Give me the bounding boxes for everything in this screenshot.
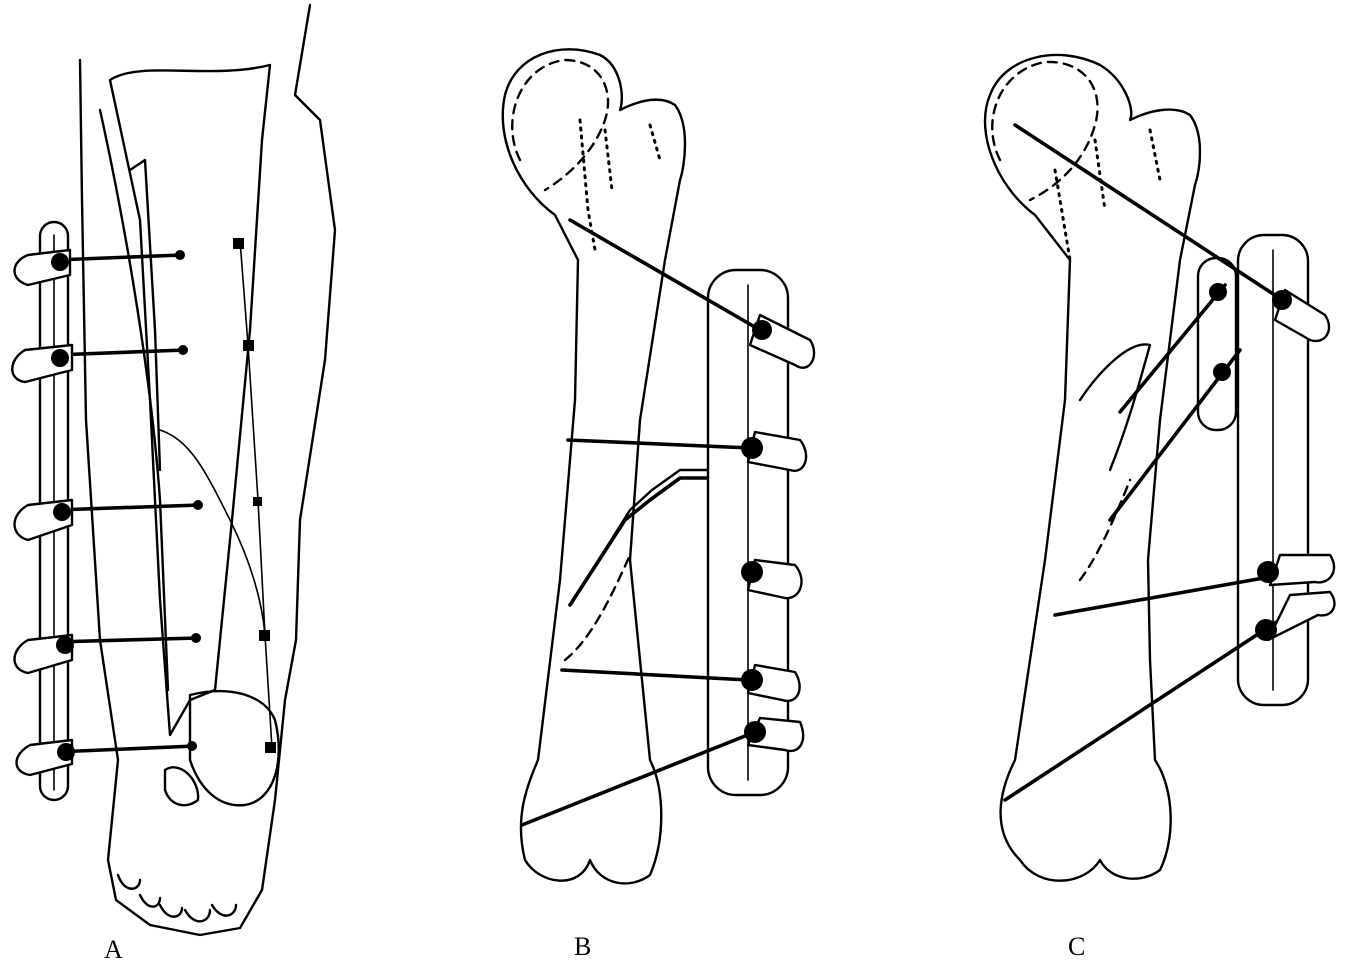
panel-b-fracture-dash [563,553,632,662]
panel-a-pin [53,636,200,644]
panel-c-pin-clamp [1268,553,1336,587]
panel-c-femoral-head [991,60,1099,202]
panel-b-clamp-nut [741,669,763,691]
panel-a-calcaneus [163,766,200,807]
panel-b-trochanter-dots [578,118,662,252]
panel-a-pin-end [191,633,201,643]
panel-a-tibia [108,63,272,737]
panel-c: C [983,53,1336,961]
panel-c-fracture [1078,343,1152,472]
panel-b: B [501,48,816,961]
panel-b-clamp-nut [744,721,766,743]
panel-c-femur [983,53,1202,882]
panel-a-pin-row [13,498,203,542]
panel-c-clamp-nut [1272,290,1292,310]
panel-a-pin-row [13,248,185,287]
panel-c-clamp-nut [1255,619,1277,641]
panel-a-clamp-nut [51,253,69,271]
panel-a-fibula [98,108,170,692]
panel-b-bent-wire-inner [578,468,730,592]
panel-a-pin [53,253,184,262]
panel-a-clamp-nut [53,503,71,521]
panel-a-nodule [265,742,276,753]
panel-a-vessel-branch [159,429,266,636]
panel-a-pin [53,503,202,512]
panel-a: A [11,3,337,964]
panel-c-clamp-nut [1209,283,1227,301]
panel-c-clamp-nut [1213,363,1231,381]
panel-b-pin-clamp [746,430,808,472]
panel-a-nodule [233,238,244,249]
panel-c-pin-clamp [1266,590,1336,642]
panel-a-label: A [104,935,123,964]
panel-a-pin-row [11,343,188,384]
panel-b-clamp-nut [752,320,772,340]
panel-a-pin-end [178,345,188,355]
panel-b-pin [560,668,750,682]
panel-a-pin-row [15,738,197,777]
panel-a-pin [53,348,187,357]
panel-a-pin [53,744,197,754]
panel-a-pin-row [13,633,201,675]
panel-a-nodule [259,630,270,641]
panel-c-pin [1118,283,1227,414]
panel-a-clamp-nut [56,636,74,654]
panel-a-clamp-nut [57,743,75,761]
panel-b-femoral-head [511,58,610,192]
panel-a-clamp-nut [51,349,69,367]
panel-b-clamp-nut [741,561,763,583]
panel-a-pin-end [193,500,203,510]
panel-a-vessel [239,239,273,749]
panel-a-talus [188,689,280,807]
panel-a-toes [116,873,238,923]
panel-b-label: B [574,932,591,961]
panel-a-pin-end [187,741,197,751]
panel-a-nodule [243,340,254,351]
panel-c-label: C [1068,932,1085,961]
panel-a-leg-outline [78,3,337,937]
panel-b-pin [566,438,752,450]
panel-b-pin [520,728,762,827]
panel-b-pin [568,218,762,332]
panel-c-trochanter-dots [1053,128,1162,262]
panel-b-femur [501,48,687,885]
panel-c-pin [1013,123,1292,307]
panel-b-clamp-nut [741,437,763,459]
panel-a-pin-end [175,250,185,260]
panel-a-nodule [253,497,262,506]
panel-c-fracture-dash [1078,478,1132,582]
panel-c-clamp-nut [1257,561,1279,583]
